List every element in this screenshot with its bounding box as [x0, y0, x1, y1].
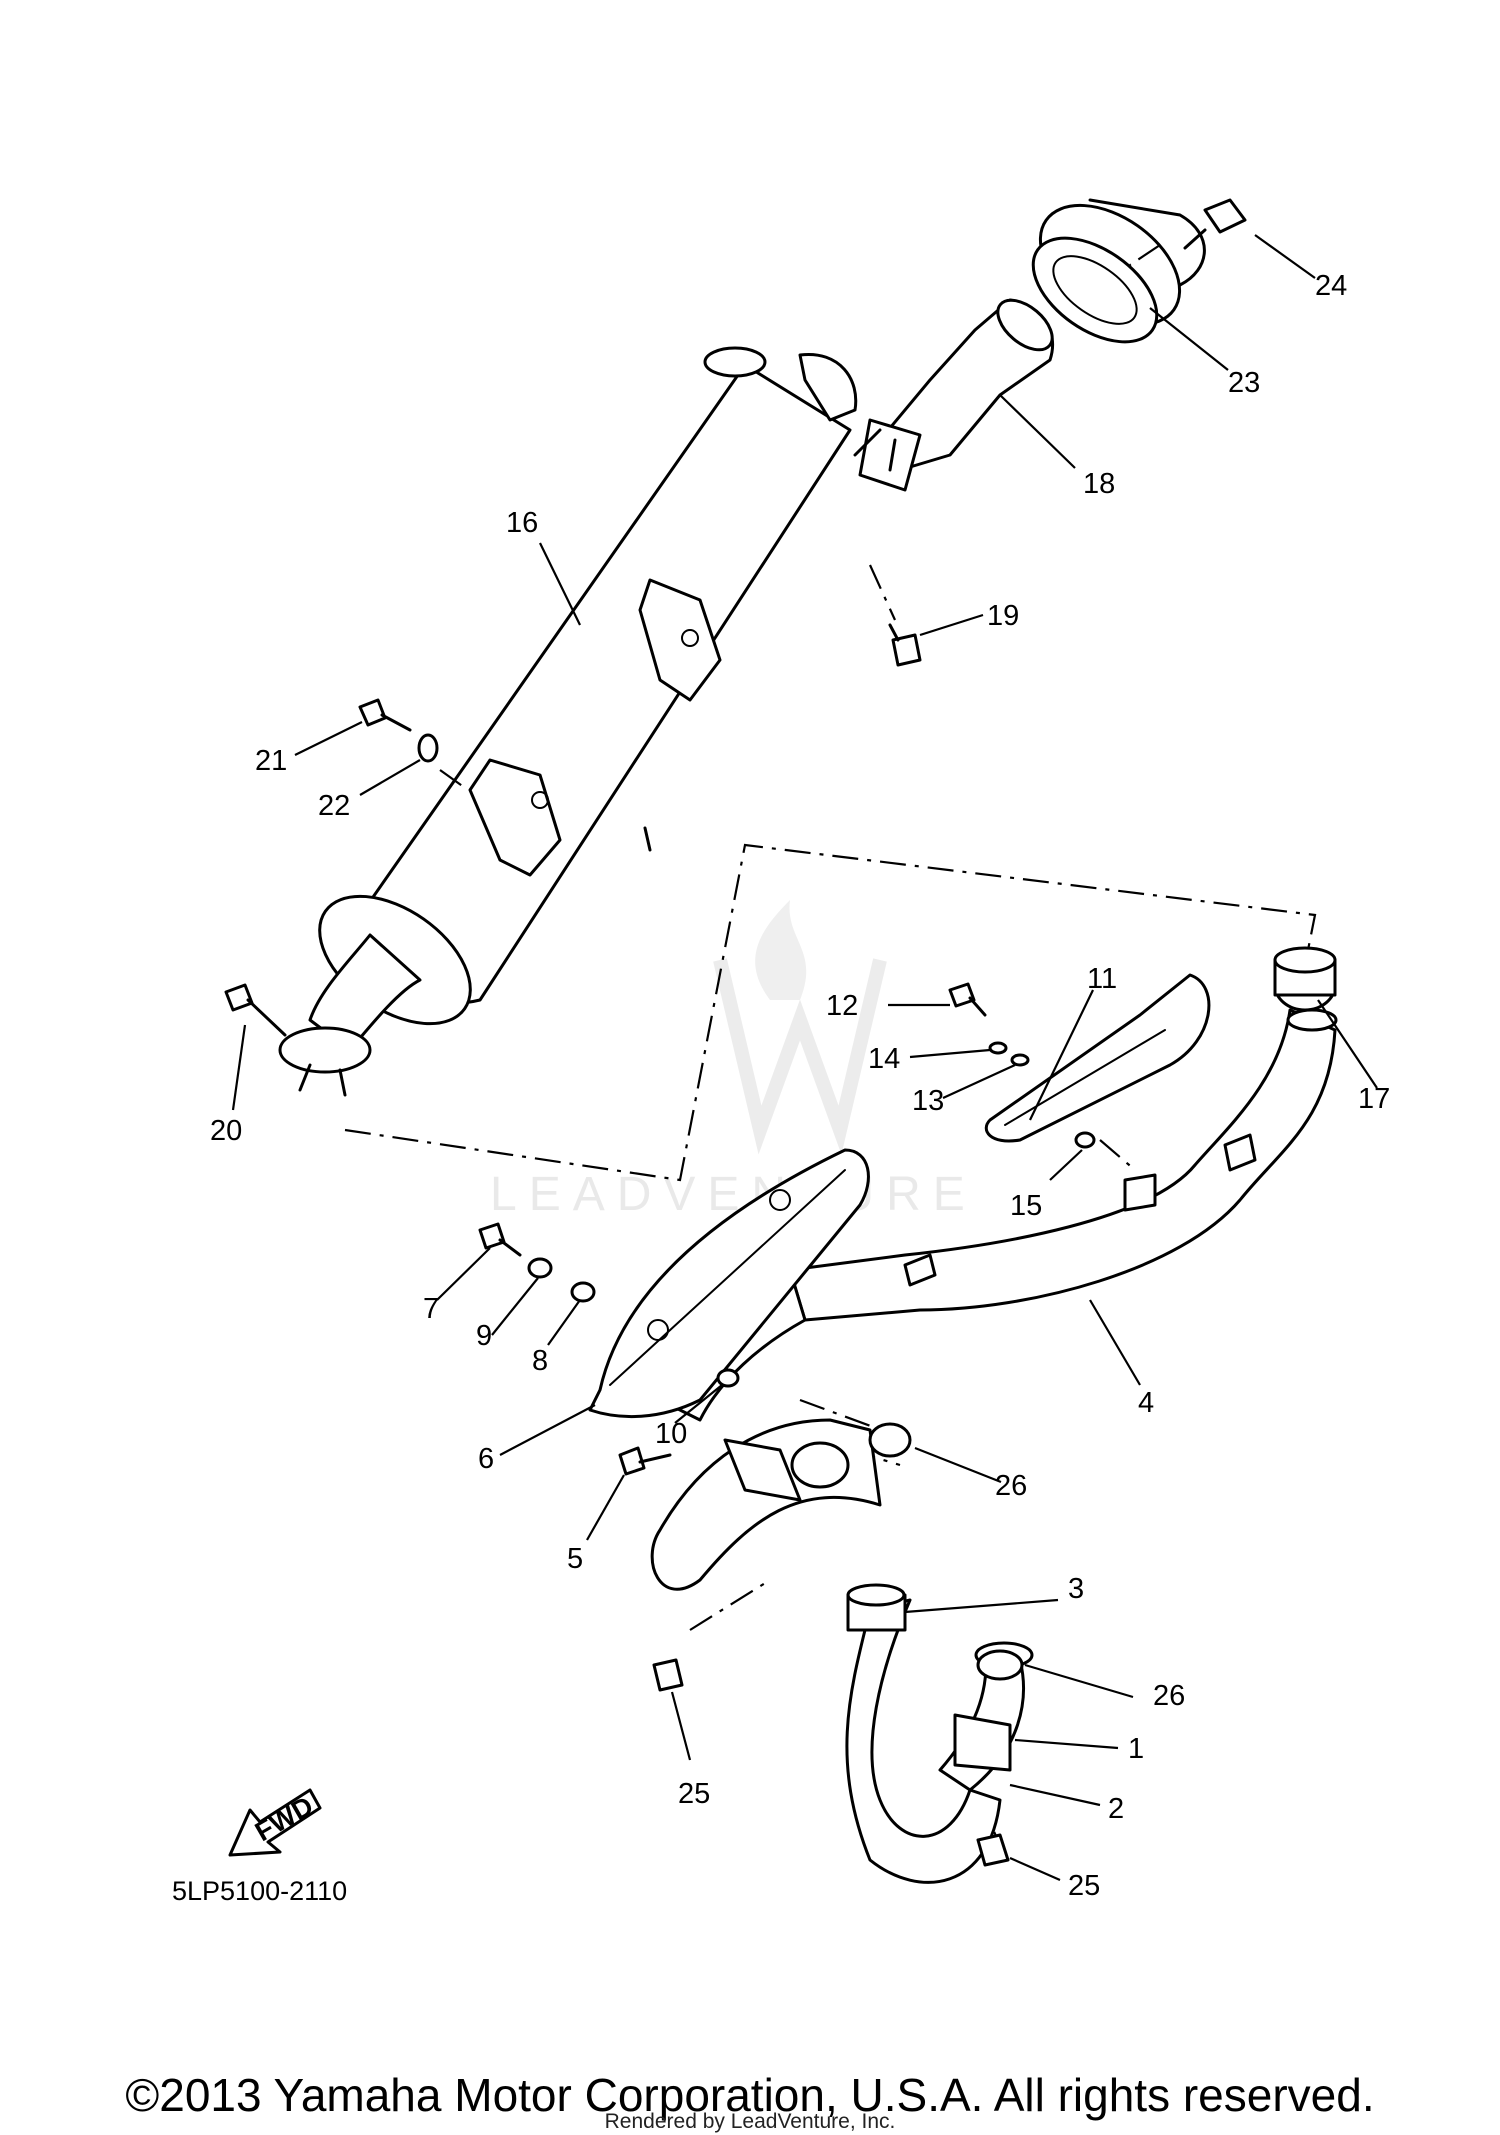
callout-26-upper: 26: [995, 1470, 1027, 1502]
callout-6: 6: [478, 1443, 494, 1475]
callout-18: 18: [1083, 468, 1115, 500]
callout-12: 12: [826, 990, 858, 1022]
muffler-body: [278, 346, 858, 1097]
callout-25-lower: 25: [1068, 1870, 1100, 1902]
protector-bolt-12: [948, 982, 987, 1017]
callout-23: 23: [1228, 367, 1260, 399]
washer-13: [1010, 1053, 1030, 1067]
nut-25-lower: [976, 1833, 1010, 1867]
diagram-code: 5LP5100-2110: [172, 1876, 347, 1906]
gasket-26-lower: [976, 1649, 1024, 1681]
callout-13: 13: [912, 1085, 944, 1117]
spark-arrestor: [853, 298, 1055, 492]
joint-gasket-3: [846, 1583, 907, 1632]
callout-1: 1: [1128, 1733, 1144, 1765]
callout-21: 21: [255, 745, 287, 777]
callout-7: 7: [423, 1293, 439, 1325]
muffler-end-cap: [1031, 198, 1206, 344]
muffler-bolt-19: [888, 623, 922, 667]
washer-8: [570, 1281, 596, 1303]
svg-text:LEADVENTURE: LEADVENTURE: [490, 1168, 977, 1221]
callout-24: 24: [1315, 270, 1347, 302]
callout-11: 11: [1087, 963, 1117, 995]
leadventure-watermark: LEADVENTURE: [490, 900, 977, 1221]
callout-17: 17: [1358, 1083, 1390, 1115]
callout-15: 15: [1010, 1190, 1042, 1222]
rendered-by-credit: Rendered by LeadVenture, Inc.: [604, 2110, 896, 2133]
leader-lines: [231, 234, 1378, 1882]
muffler-bolt-20: [224, 983, 287, 1037]
callout-3: 3: [1068, 1573, 1084, 1605]
callout-2: 2: [1108, 1793, 1124, 1825]
muffler-washer-22: [417, 733, 439, 763]
copyright-notice: ©2013 Yamaha Motor Corporation, U.S.A. A…: [125, 2069, 1375, 2121]
callout-16: 16: [506, 507, 538, 539]
nut-25-upper: [652, 1658, 684, 1692]
protector-6: [588, 1148, 870, 1418]
protector-bolt-5: [618, 1446, 672, 1476]
callout-25-upper: 25: [678, 1778, 710, 1810]
callout-9: 9: [476, 1320, 492, 1352]
washer-14: [988, 1041, 1008, 1055]
callout-14: 14: [868, 1043, 900, 1075]
washer-9: [527, 1257, 553, 1279]
head-pipe-1: [650, 1418, 1034, 1884]
callout-8: 8: [532, 1345, 548, 1377]
svg-text:FWD: FWD: [250, 1790, 318, 1847]
protector-bolt-7: [478, 1222, 522, 1257]
muffler-bolt-21: [358, 698, 412, 732]
gasket-26-upper: [868, 1422, 912, 1458]
callout-10: 10: [655, 1418, 687, 1450]
washer-15: [1074, 1131, 1096, 1149]
protector-11: [984, 973, 1211, 1143]
callout-26-lower: 26: [1153, 1680, 1185, 1712]
washer-10: [716, 1368, 740, 1388]
callout-22: 22: [318, 790, 350, 822]
callout-20: 20: [210, 1115, 242, 1147]
callout-19: 19: [987, 600, 1019, 632]
muffler-gasket-17: [1273, 946, 1337, 1012]
callout-4: 4: [1138, 1387, 1154, 1419]
tailpipe-bolt-24: [1183, 198, 1247, 250]
fwd-arrow-icon: FWD: [228, 1788, 322, 1857]
callout-5: 5: [567, 1543, 583, 1575]
callout-labels: 1 2 3 4 5 6 7 8 9 10 11 12 13 14 15 16 1…: [210, 270, 1390, 1902]
